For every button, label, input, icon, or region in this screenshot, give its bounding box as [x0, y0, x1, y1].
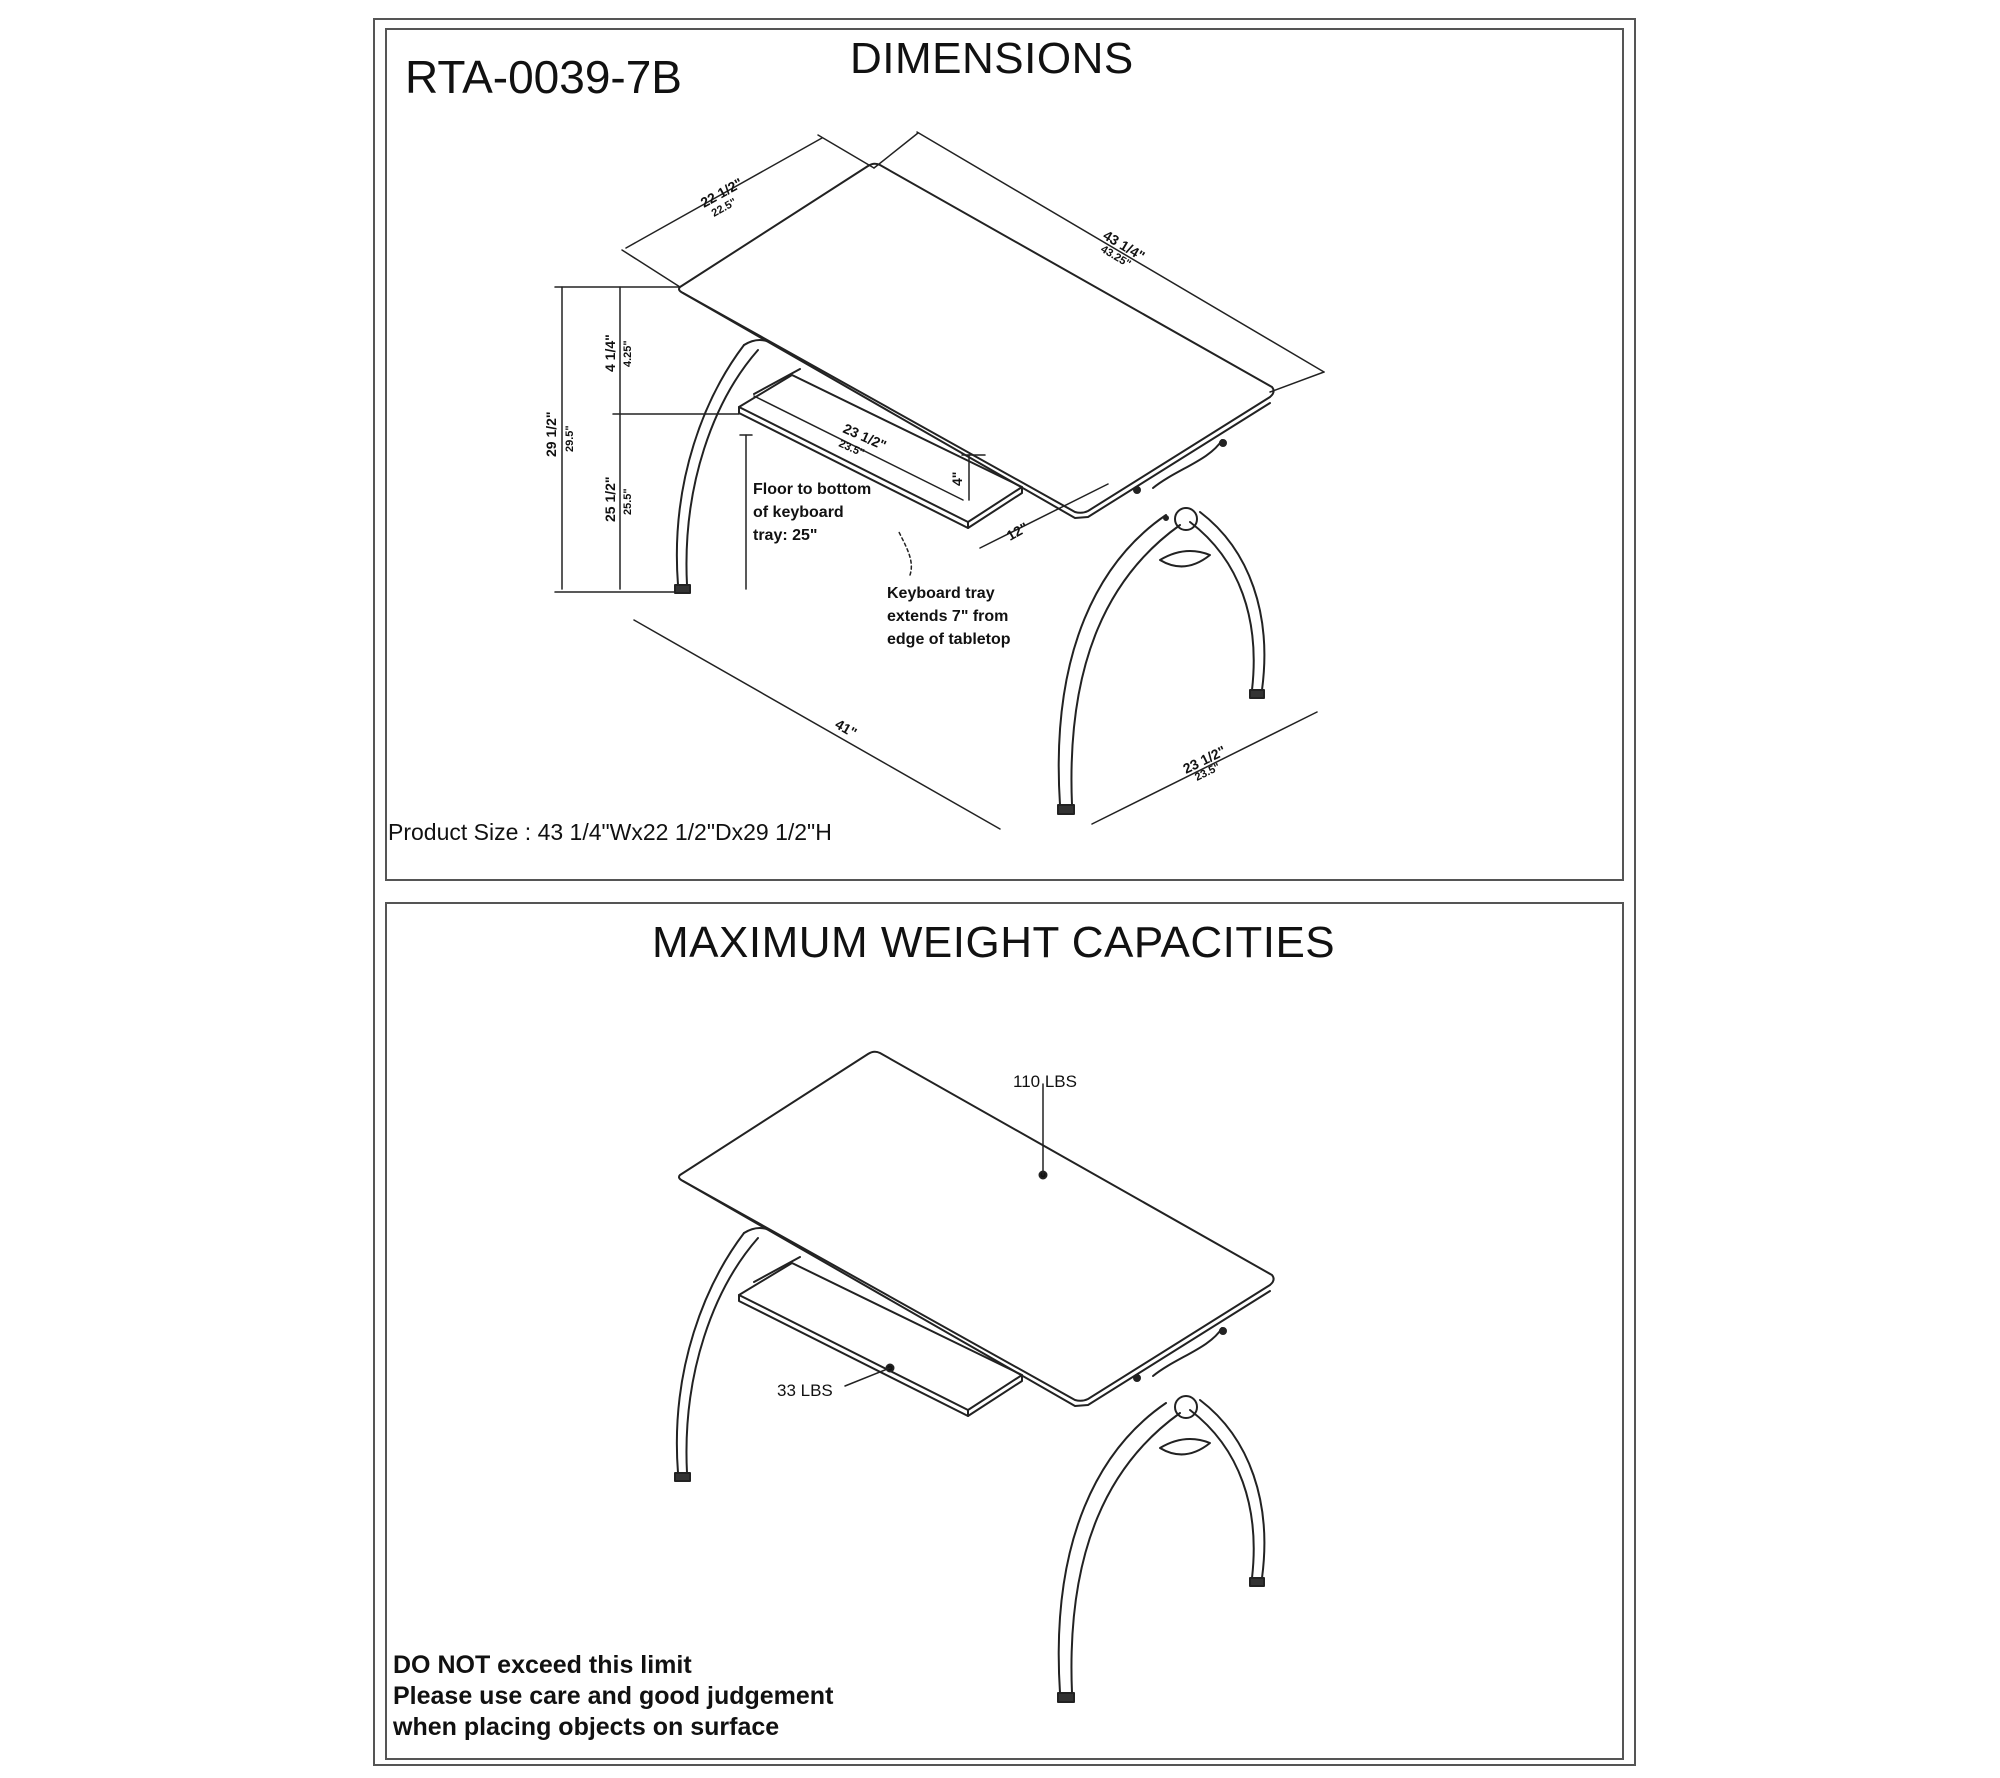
svg-text:29.5": 29.5" [564, 425, 576, 452]
dimensions-title: DIMENSIONS [850, 34, 1134, 83]
tray-extension-note: Keyboard tray extends 7" from edge of ta… [887, 585, 1011, 648]
tray-weight-label: 33 LBS [777, 1381, 833, 1400]
warning-line: DO NOT exceed this limit [393, 1651, 692, 1679]
floor-to-tray-note: Floor to bottom of keyboard tray: 25" [753, 481, 872, 544]
warning-text: DO NOT exceed this limit Please use care… [393, 1650, 833, 1743]
sheet-border [373, 18, 1636, 1766]
dimensions-panel [385, 28, 1624, 881]
product-size: Product Size : 43 1/4"Wx22 1/2"Dx29 1/2"… [388, 819, 832, 845]
svg-text:4": 4" [949, 472, 965, 486]
dimension-lines [554, 131, 1325, 830]
svg-text:25.5": 25.5" [622, 488, 634, 515]
weight-panel [385, 902, 1624, 1760]
desk-dimensions-drawing [674, 162, 1275, 815]
top-weight-label: 110 LBS [1013, 1072, 1077, 1091]
svg-text:25 1/2": 25 1/2" [602, 476, 618, 522]
svg-text:29 1/2": 29 1/2" [543, 411, 559, 457]
svg-text:41": 41" [833, 716, 860, 741]
weight-title: MAXIMUM WEIGHT CAPACITIES [652, 918, 1336, 967]
model-number: RTA-0039-7B [405, 51, 682, 103]
svg-text:4 1/4": 4 1/4" [602, 334, 618, 372]
warning-line: Please use care and good judgement [393, 1682, 834, 1710]
warning-line: when placing objects on surface [393, 1713, 780, 1741]
desk-weight-drawing [674, 1050, 1275, 1703]
svg-text:4.25": 4.25" [622, 340, 634, 367]
svg-text:12": 12" [1004, 519, 1031, 544]
